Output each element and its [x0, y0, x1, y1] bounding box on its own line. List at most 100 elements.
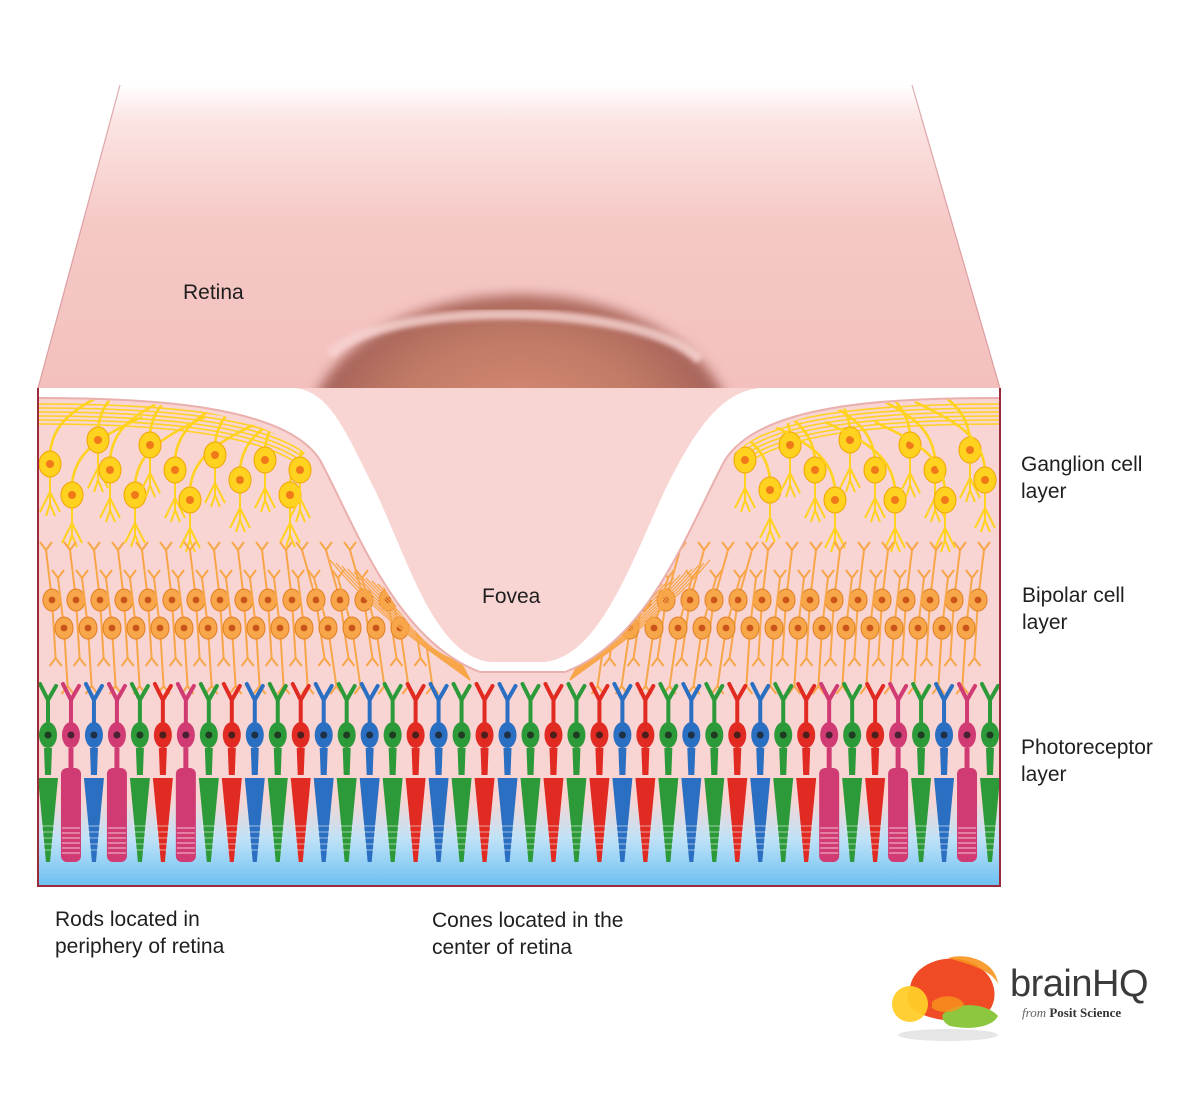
pigment-epithelium [38, 800, 1000, 886]
axon-bundle [38, 423, 301, 466]
brand-tagline: from Posit Science [1022, 1005, 1122, 1020]
bipolar-cell [207, 541, 231, 667]
cone-cell-green [911, 682, 932, 862]
bipolar-cell [307, 569, 344, 695]
cone-cell-green [842, 682, 863, 862]
ganglion-cell [874, 420, 957, 553]
bipolar-cell [823, 541, 847, 667]
bipolar-cell [243, 569, 267, 695]
bipolar-cell [355, 569, 392, 695]
bipolar-cell [295, 541, 332, 667]
cone-cell-red [221, 682, 242, 862]
bipolar-cell [319, 541, 356, 667]
bipolar-cell [751, 541, 775, 667]
bipolar-cell [955, 569, 979, 695]
cone-cell-blue [612, 682, 633, 862]
cone-cell-red [405, 682, 426, 862]
cone-cell-green [129, 682, 150, 862]
cone-cell-blue [750, 682, 771, 862]
brainhq-logo-icon [892, 956, 998, 1041]
axon-bundle [38, 415, 301, 456]
cone-cell-red [152, 682, 173, 862]
bipolar-cell [135, 541, 159, 667]
bipolar-cell [111, 541, 135, 667]
cone-cell-blue [428, 682, 449, 862]
bipolar-cell [847, 541, 871, 667]
bipolar-cell [799, 541, 823, 667]
bipolar-cell [835, 569, 859, 695]
bipolar-cell [895, 541, 919, 667]
bipolar-cell [871, 541, 895, 667]
retina-surface [38, 85, 1000, 388]
ganglion-cell [38, 398, 121, 517]
rod-cell [819, 682, 840, 862]
bipolar-cell [123, 569, 147, 695]
rod-cell [957, 682, 978, 862]
ganglion-cell [253, 398, 336, 513]
label-retina: Retina [183, 281, 244, 304]
axon-bundle [38, 411, 301, 451]
bipolar-cell [919, 541, 943, 667]
cone-cell-red [635, 682, 656, 862]
cone-cell-red [589, 682, 610, 862]
cone-cell-green [704, 682, 725, 862]
cone-cell-green [336, 682, 357, 862]
cone-cell-red [727, 682, 748, 862]
ganglion-cell [824, 420, 907, 553]
photoreceptor-cells [38, 682, 1000, 862]
rod-cell [60, 682, 81, 862]
label-fovea: Fovea [482, 585, 541, 608]
bipolar-cell [686, 569, 723, 695]
cone-cell-green [198, 682, 219, 862]
cone-cell-blue [83, 682, 104, 862]
cone-cell-blue [497, 682, 518, 862]
axon-bundle [744, 407, 1000, 446]
brand-name: brainHQ [1010, 963, 1149, 1005]
cone-cell-blue [681, 682, 702, 862]
cone-cell-green [566, 682, 587, 862]
ganglion-cell [864, 398, 947, 523]
cone-cell-green [520, 682, 541, 862]
cone-cell-red [543, 682, 564, 862]
bipolar-cell [775, 541, 799, 667]
ganglion-cell [914, 400, 997, 533]
cone-cell-red [865, 682, 886, 862]
bipolar-cell [99, 569, 123, 695]
bipolar-cell [710, 569, 747, 695]
rod-cell [888, 682, 909, 862]
rod-cell [106, 682, 127, 862]
bipolar-cell [967, 541, 991, 667]
cone-cell-green [980, 682, 1000, 862]
cone-cell-green [267, 682, 288, 862]
bipolar-cell [51, 569, 75, 695]
cone-cell-blue [313, 682, 334, 862]
bipolar-cell [255, 541, 279, 667]
cone-cell-blue [934, 682, 955, 862]
bipolar-cell [883, 569, 907, 695]
cone-cell-red [474, 682, 495, 862]
bipolar-cell [183, 541, 207, 667]
cone-cell-green [382, 682, 403, 862]
ganglion-cell [764, 420, 847, 553]
bipolar-cell [231, 541, 255, 667]
cone-cell-blue [244, 682, 265, 862]
bipolar-cell [159, 541, 183, 667]
block-border [37, 388, 1001, 887]
bipolar-cell [39, 541, 63, 667]
cone-cell-green [658, 682, 679, 862]
bipolar-cell [674, 541, 711, 667]
cone-cell-green [38, 682, 58, 862]
bipolar-cell [943, 541, 967, 667]
bipolar-cell [931, 569, 955, 695]
cone-cell-red [796, 682, 817, 862]
bipolar-cell [63, 541, 87, 667]
bipolar-cell [811, 569, 835, 695]
rod-cell [175, 682, 196, 862]
